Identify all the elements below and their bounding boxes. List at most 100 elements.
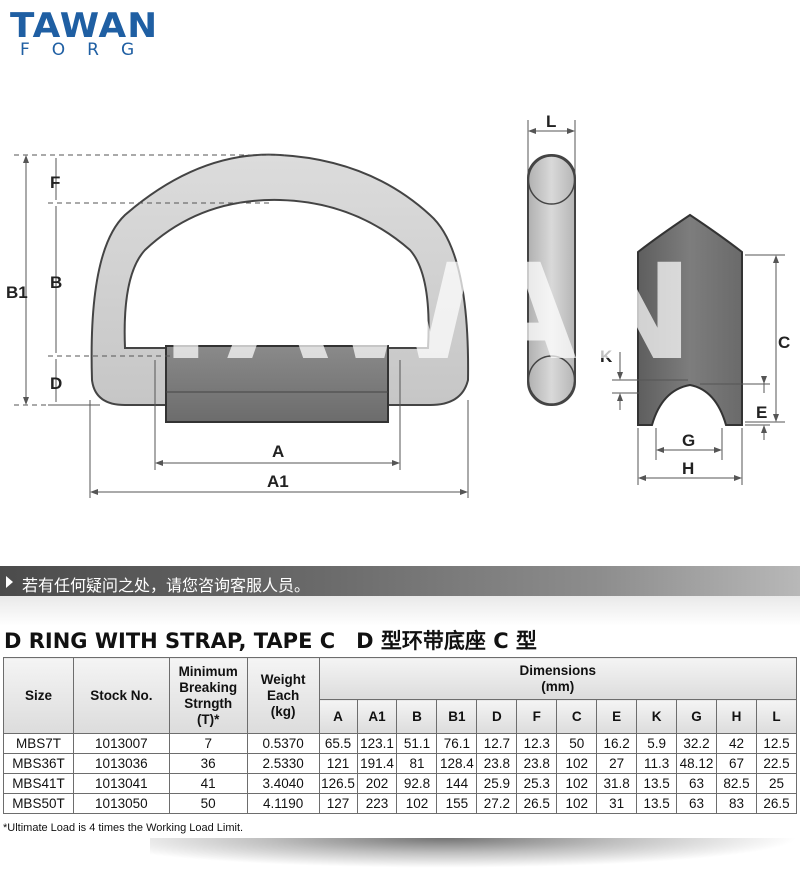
cell-dimension: 123.1 — [356, 733, 398, 754]
header-weight-line: Each — [266, 687, 300, 703]
cell-dimension: 50 — [556, 733, 598, 754]
header-dim-col: E — [596, 699, 638, 734]
header-dim-col: B1 — [436, 699, 478, 734]
cell-dimension: 31.8 — [596, 773, 638, 794]
cell-weight: 2.5330 — [246, 753, 320, 774]
cell-dimension: 51.1 — [396, 733, 438, 754]
cell-dimension: 23.8 — [516, 753, 558, 774]
cell-mbs: 7 — [168, 733, 248, 754]
cell-dimension: 191.4 — [356, 753, 398, 774]
cell-dimension: 144 — [436, 773, 478, 794]
cell-dimension: 31 — [596, 793, 638, 814]
header-dim-col: B — [396, 699, 438, 734]
cell-weight: 4.1190 — [246, 793, 320, 814]
left-dimension-lines — [14, 154, 285, 406]
label-c: C — [778, 333, 790, 352]
cell-mbs: 50 — [168, 793, 248, 814]
header-dimensions-line: (mm) — [541, 678, 575, 694]
cell-weight: 3.4040 — [246, 773, 320, 794]
product-title: D RING WITH STRAP, TAPE C D 型环带底座 C 型 — [4, 629, 537, 653]
cell-dimension: 12.3 — [516, 733, 558, 754]
cell-weight: 0.5370 — [246, 733, 320, 754]
cell-dimension: 102 — [556, 773, 598, 794]
cell-stock: 1013007 — [72, 733, 170, 754]
label-k: K — [600, 347, 613, 366]
cell-dimension: 92.8 — [396, 773, 438, 794]
notice-banner: 若有任何疑问之处，请您咨询客服人员。 — [0, 566, 800, 596]
cell-dimension: 26.5 — [755, 793, 798, 814]
cell-dimension: 127 — [318, 793, 358, 814]
cell-dimension: 155 — [436, 793, 478, 814]
cell-stock: 1013036 — [72, 753, 170, 774]
cell-dimension: 12.5 — [755, 733, 798, 754]
header-dim-col: A — [318, 699, 358, 734]
cell-dimension: 26.5 — [516, 793, 558, 814]
cell-dimension: 223 — [356, 793, 398, 814]
cell-dimension: 16.2 — [596, 733, 638, 754]
header-dim-col: D — [476, 699, 518, 734]
cell-dimension: 102 — [396, 793, 438, 814]
brand-logo: TAWAN FORG — [10, 6, 170, 62]
cell-dimension: 67 — [716, 753, 757, 774]
bottom-dimension-lines — [89, 360, 469, 498]
label-a1: A1 — [267, 472, 289, 491]
cell-dimension: 25 — [755, 773, 798, 794]
cell-dimension: 27.2 — [476, 793, 518, 814]
label-a: A — [272, 442, 284, 461]
cell-dimension: 25.3 — [516, 773, 558, 794]
strap — [165, 345, 389, 423]
dimension-arrows — [23, 155, 468, 495]
cell-dimension: 32.2 — [676, 733, 718, 754]
cell-dimension: 13.5 — [636, 773, 678, 794]
ring-side-view — [527, 120, 576, 406]
cell-dimension: 102 — [556, 793, 598, 814]
cell-mbs: 41 — [168, 773, 248, 794]
header-dim-col: L — [755, 699, 798, 734]
label-g: G — [682, 431, 695, 450]
header-dim-col: K — [636, 699, 678, 734]
cell-size: MBS7T — [3, 733, 74, 754]
cell-dimension: 63 — [676, 773, 718, 794]
logo-sub-text: FORG — [20, 40, 157, 60]
header-dim-col: H — [716, 699, 757, 734]
cell-dimension: 76.1 — [436, 733, 478, 754]
technical-drawing: F B B1 D A A1 L C K E G H — [6, 112, 790, 498]
cell-dimension: 11.3 — [636, 753, 678, 774]
header-dim-col: F — [516, 699, 558, 734]
header-weight-line: (kg) — [270, 703, 296, 719]
cell-dimension: 121 — [318, 753, 358, 774]
base-profile — [612, 213, 785, 485]
cell-dimension: 13.5 — [636, 793, 678, 814]
header-dim-col: C — [556, 699, 598, 734]
cell-dimension: 82.5 — [716, 773, 757, 794]
header-dim-col: G — [676, 699, 718, 734]
cell-dimension: 102 — [556, 753, 598, 774]
spec-table: Size Stock No. Minimum Breaking Strngth … — [3, 657, 798, 814]
bottom-shadow — [150, 838, 800, 868]
header-stock: Stock No. — [72, 657, 170, 734]
cell-dimension: 81 — [396, 753, 438, 774]
cell-dimension: 27 — [596, 753, 638, 774]
cell-dimension: 22.5 — [755, 753, 798, 774]
cell-dimension: 23.8 — [476, 753, 518, 774]
cell-dimension: 83 — [716, 793, 757, 814]
header-dimensions-line: Dimensions — [519, 662, 597, 678]
cell-dimension: 25.9 — [476, 773, 518, 794]
header-mbs-line: (T)* — [196, 711, 220, 727]
banner-text: 若有任何疑问之处，请您咨询客服人员。 — [22, 576, 311, 595]
label-l: L — [546, 112, 556, 131]
cell-size: MBS50T — [3, 793, 74, 814]
header-dimensions: Dimensions (mm) — [318, 657, 798, 700]
label-e: E — [756, 403, 767, 422]
header-dim-col: A1 — [356, 699, 398, 734]
header-weight: Weight Each (kg) — [246, 657, 320, 734]
header-mbs-line: Minimum — [178, 663, 238, 679]
cell-size: MBS36T — [3, 753, 74, 774]
cell-dimension: 202 — [356, 773, 398, 794]
cell-stock: 1013041 — [72, 773, 170, 794]
